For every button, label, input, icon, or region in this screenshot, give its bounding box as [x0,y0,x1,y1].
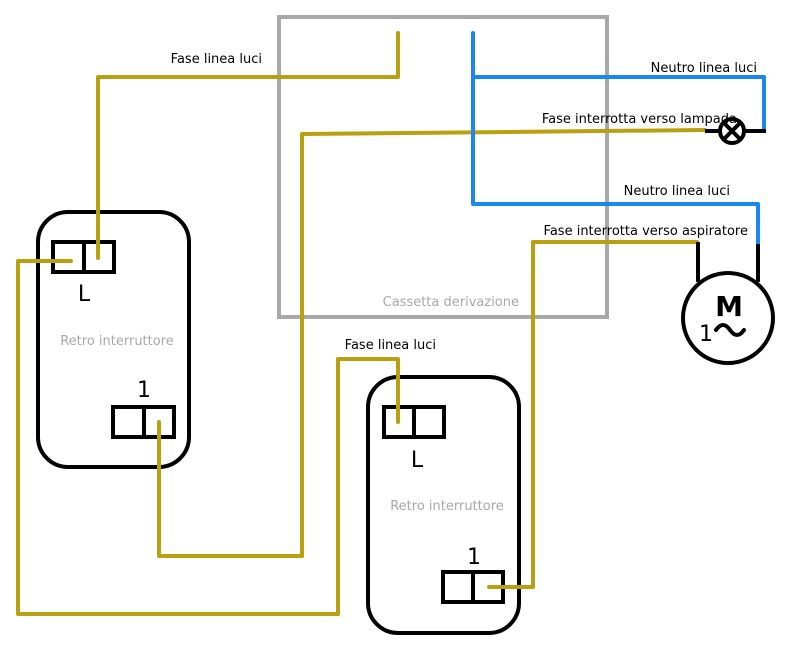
junction-box [277,15,609,319]
junction-box-label: Cassetta derivazione [383,295,519,310]
label-phase-feed-switch-1: Fase linea luci [171,52,262,67]
label-switched-phase-lamp: Fase interrotta verso lampada [542,112,737,127]
switch-2-terminal-l-label: L [411,448,424,473]
motor-icon: M 1 [681,242,775,365]
label-neutral-lamp: Neutro linea luci [651,61,757,76]
switch-1-terminal-l-left [51,240,86,274]
wire-neutral-lamp [471,75,766,133]
switch-2-terminal-l-right [412,405,446,439]
switch-1-terminal-1-left [111,405,146,439]
motor-letter: M [715,290,743,323]
switch-1-label: Retro interruttore [60,334,174,349]
switch-2-terminal-1-label: 1 [467,545,481,570]
wire-phase-feed-switch-2 [16,259,400,616]
label-neutral-fan: Neutro linea luci [624,184,730,199]
ac-symbol-icon [714,323,746,337]
wire-switched-phase-fan [487,240,699,589]
wire-phase-feed-switch-1 [96,31,400,260]
switch-2-label: Retro interruttore [390,499,504,514]
switch-1-body [36,210,191,469]
switch-2-body [366,375,521,635]
lamp-icon [705,117,766,145]
switch-2-terminal-1-left [441,570,475,604]
motor-phase-count: 1 [699,322,713,347]
switch-1-terminal-l-label: L [78,282,91,307]
switch-1-terminal-1-label: 1 [137,378,151,403]
label-phase-feed-switch-2: Fase linea luci [345,338,436,353]
wire-switched-phase-lamp [157,128,707,558]
label-switched-phase-fan: Fase interrotta verso aspiratore [544,224,748,239]
wire-neutral-main [471,31,760,246]
